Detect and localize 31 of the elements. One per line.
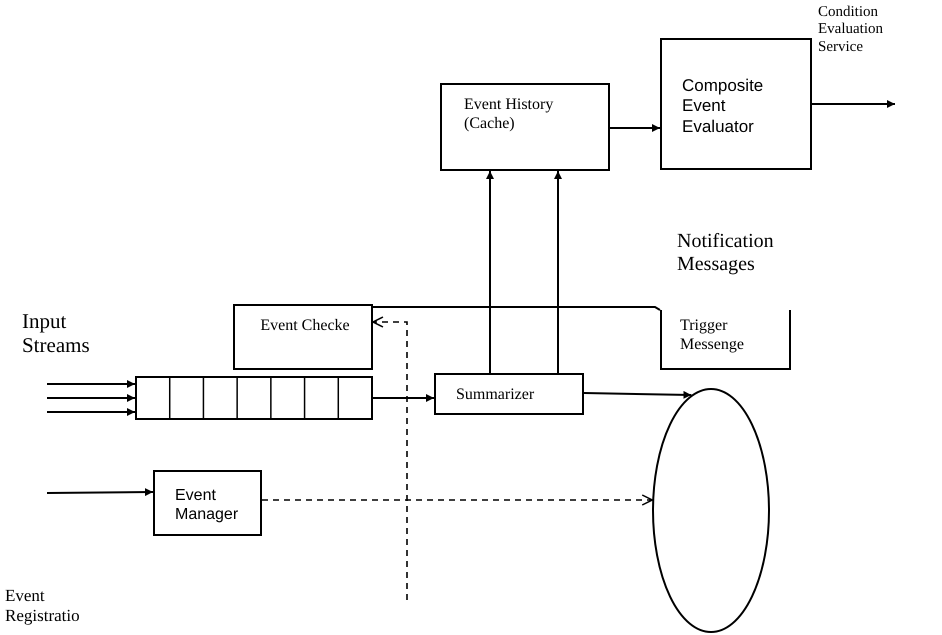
- arrow: [812, 100, 895, 108]
- database-ellipse: [652, 388, 770, 633]
- arrow: [486, 171, 494, 373]
- node-label: Event Checke: [259, 316, 351, 336]
- arrow: [46, 488, 154, 496]
- annotation-text: Event Registratio: [5, 586, 81, 626]
- arrow: [373, 394, 434, 402]
- cache-box: [440, 83, 610, 171]
- process-box: [233, 304, 373, 370]
- arrow: [584, 390, 692, 399]
- process-box: [153, 470, 262, 536]
- arrow: [554, 171, 562, 373]
- process-box: [660, 38, 812, 170]
- annotation-text: Notification Messages: [677, 230, 775, 276]
- node-label: Summarizer: [456, 385, 536, 404]
- arrow: [47, 394, 135, 402]
- node-label: Composite Event Evaluator: [682, 76, 764, 138]
- annotation-text: Condition Evaluation Service: [818, 4, 884, 56]
- arrow: [47, 380, 135, 388]
- process-box: [434, 373, 584, 415]
- message-store: [660, 310, 791, 370]
- node-label: Trigger Messenge: [680, 316, 745, 354]
- arrow: [47, 408, 135, 416]
- arrow: [262, 494, 653, 506]
- arrow: [610, 124, 660, 132]
- queue-drawing: [135, 376, 373, 420]
- arrow: [372, 316, 408, 600]
- annotation-text: Input Streams: [22, 309, 91, 358]
- node-label: Event History (Cache): [464, 95, 554, 134]
- node-label: Event Manager: [175, 486, 240, 524]
- connector-line: [373, 306, 661, 311]
